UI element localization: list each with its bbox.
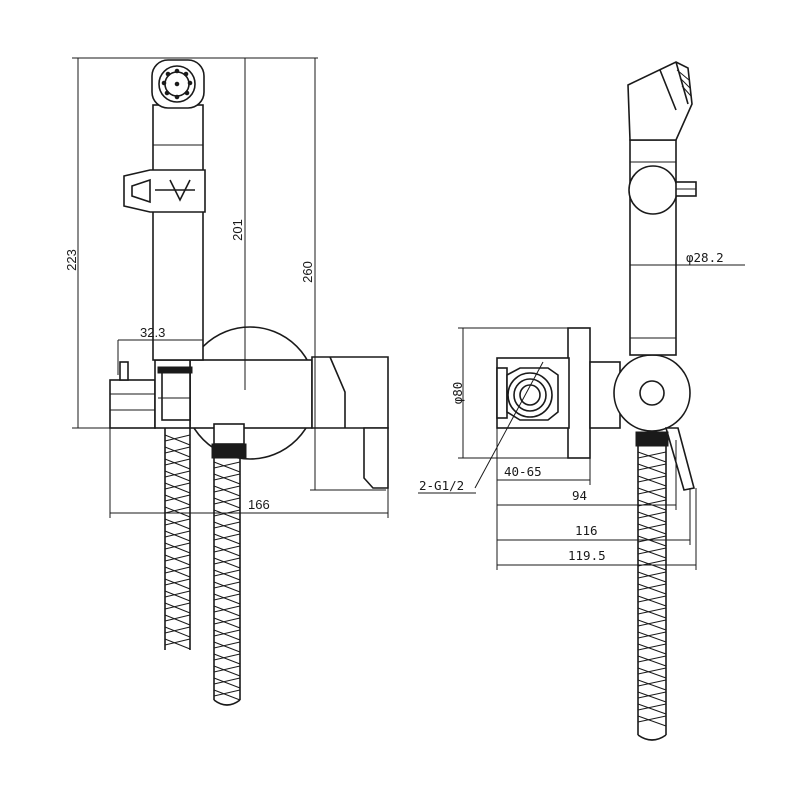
- side-hose: [635, 431, 669, 741]
- side-trigger: [628, 165, 697, 215]
- dim-phi28-2-label: φ28.2: [686, 250, 724, 265]
- dim-94-label: 94: [572, 488, 587, 503]
- side-view: φ80 φ28.2 2-G1/2 40-65 94 116 119.5: [418, 61, 745, 741]
- dim-260-label: 260: [300, 261, 315, 283]
- lever-handle: [311, 356, 389, 489]
- dim-201-label: 201: [230, 219, 245, 241]
- wall-holder-left: [109, 361, 156, 429]
- dimensions-side: [418, 264, 745, 570]
- dim-40-65-label: 40-65: [504, 464, 542, 479]
- dim-166-label: 166: [248, 497, 270, 512]
- dim-119-5-label: 119.5: [568, 548, 606, 563]
- side-mixer-hub: [639, 380, 665, 406]
- hose-connector: [154, 359, 193, 429]
- inlet-block: [496, 357, 570, 429]
- sprayer-handset: [151, 59, 205, 361]
- mixer-housing: [189, 359, 313, 429]
- dim-116-label: 116: [575, 523, 598, 538]
- trigger-button: [123, 169, 206, 213]
- hose-left: [164, 428, 191, 650]
- dim-32-3-label: 32.3: [140, 325, 165, 340]
- dim-2-g1-2-label: 2-G1/2: [419, 478, 464, 493]
- dimensions-front: [72, 57, 389, 518]
- dim-223-label: 223: [64, 249, 79, 271]
- side-lever: [664, 427, 695, 491]
- front-view: 223 201 260 32.3 166: [64, 57, 389, 706]
- spray-nozzle-holes: [161, 68, 193, 100]
- dim-phi80-label: φ80: [450, 382, 465, 405]
- wall-plate: [567, 327, 591, 459]
- hose-right: [211, 423, 247, 706]
